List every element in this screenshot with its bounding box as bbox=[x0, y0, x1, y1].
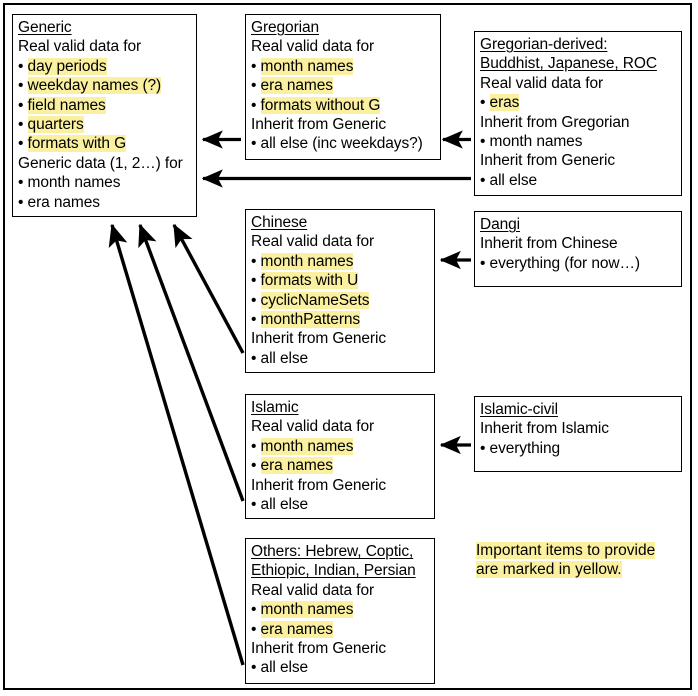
diagram-outer-frame bbox=[3, 3, 692, 690]
box-gregorian-derived-line-4: Inherit from Gregorian bbox=[480, 113, 630, 131]
box-generic-line-7: Generic data (1, 2…) for bbox=[18, 154, 183, 172]
box-gregorian-derived-item-all-else: all else bbox=[480, 171, 676, 190]
box-islamic-item-month-names: month names bbox=[251, 437, 429, 456]
box-gregorian-derived[interactable]: Gregorian-derived: Buddhist, Japanese, R… bbox=[474, 31, 682, 196]
box-gregorian-derived-title-1: Gregorian-derived: bbox=[480, 36, 608, 53]
box-dangi[interactable]: Dangi Inherit from Chinese everything (f… bbox=[474, 211, 682, 287]
box-others-line-5: Inherit from Generic bbox=[251, 640, 386, 658]
box-gregorian-derived-line-6: Inherit from Generic bbox=[480, 152, 615, 170]
box-islamic-line-4: Inherit from Generic bbox=[251, 476, 386, 494]
box-generic[interactable]: Generic Real valid data for day periods … bbox=[12, 14, 197, 217]
box-others-item-era-names: era names bbox=[251, 620, 429, 639]
box-chinese-item-all-else: all else bbox=[251, 349, 429, 368]
box-chinese-title: Chinese bbox=[251, 214, 308, 231]
box-gregorian-line-1: Real valid data for bbox=[251, 38, 375, 56]
box-generic-item-month-names: month names bbox=[18, 173, 191, 192]
box-generic-title: Generic bbox=[18, 19, 72, 36]
box-others-title-2: Ethiopic, Indian, Persian bbox=[251, 562, 416, 580]
box-generic-item-weekday-names: weekday names (?) bbox=[18, 76, 191, 95]
box-others-item-all-else: all else bbox=[251, 658, 429, 677]
box-gregorian-item-era-names: era names bbox=[251, 76, 435, 95]
box-islamic-civil[interactable]: Islamic-civil Inherit from Islamic every… bbox=[474, 396, 682, 472]
box-gregorian-derived-title-2: Buddhist, Japanese, ROC bbox=[480, 55, 657, 73]
box-generic-item-formats-with-g: formats with G bbox=[18, 134, 191, 153]
box-islamic-civil-item-everything: everything bbox=[480, 439, 676, 458]
box-chinese-line-6: Inherit from Generic bbox=[251, 330, 386, 348]
box-others-item-month-names: month names bbox=[251, 600, 429, 619]
box-dangi-title: Dangi bbox=[480, 216, 520, 233]
box-others-line-2: Real valid data for bbox=[251, 581, 375, 599]
box-gregorian-item-formats-without-g: formats without G bbox=[251, 96, 435, 115]
box-islamic-item-era-names: era names bbox=[251, 456, 429, 475]
box-chinese[interactable]: Chinese Real valid data for month names … bbox=[245, 209, 435, 373]
box-generic-item-quarters: quarters bbox=[18, 115, 191, 134]
box-gregorian-title: Gregorian bbox=[251, 19, 320, 36]
box-gregorian-derived-line-2: Real valid data for bbox=[480, 74, 604, 92]
box-dangi-item-everything: everything (for now…) bbox=[480, 254, 676, 273]
box-islamic-line-1: Real valid data for bbox=[251, 418, 375, 436]
box-gregorian-item-month-names: month names bbox=[251, 57, 435, 76]
box-islamic-item-all-else: all else bbox=[251, 495, 429, 514]
box-islamic-civil-title: Islamic-civil bbox=[480, 401, 558, 418]
box-generic-item-era-names: era names bbox=[18, 193, 191, 212]
box-chinese-item-cyclic-name-sets: cyclicNameSets bbox=[251, 291, 429, 310]
box-gregorian-derived-item-eras: eras bbox=[480, 93, 676, 112]
box-generic-item-day-periods: day periods bbox=[18, 57, 191, 76]
box-islamic-civil-line-1: Inherit from Islamic bbox=[480, 420, 609, 438]
box-chinese-item-month-names: month names bbox=[251, 252, 429, 271]
box-chinese-item-month-patterns: monthPatterns bbox=[251, 310, 429, 329]
box-gregorian-derived-item-month-names: month names bbox=[480, 132, 676, 151]
box-gregorian[interactable]: Gregorian Real valid data for month name… bbox=[245, 14, 441, 160]
box-islamic[interactable]: Islamic Real valid data for month names … bbox=[245, 394, 435, 519]
box-chinese-line-1: Real valid data for bbox=[251, 233, 375, 251]
box-chinese-item-formats-with-u: formats with U bbox=[251, 271, 429, 290]
box-dangi-line-1: Inherit from Chinese bbox=[480, 235, 618, 253]
box-generic-item-field-names: field names bbox=[18, 96, 191, 115]
legend-note: Important items to provide are marked in… bbox=[476, 541, 681, 580]
legend-note-line-2: are marked in yellow. bbox=[476, 561, 622, 579]
box-generic-line-1: Real valid data for bbox=[18, 38, 142, 56]
legend-note-line-1: Important items to provide bbox=[476, 542, 656, 559]
box-islamic-title: Islamic bbox=[251, 399, 299, 416]
box-others[interactable]: Others: Hebrew, Coptic, Ethiopic, Indian… bbox=[245, 538, 435, 684]
box-others-title-1: Others: Hebrew, Coptic, bbox=[251, 543, 414, 560]
box-gregorian-line-5: Inherit from Generic bbox=[251, 116, 386, 134]
box-gregorian-item-all-else: all else (inc weekdays?) bbox=[251, 134, 435, 153]
